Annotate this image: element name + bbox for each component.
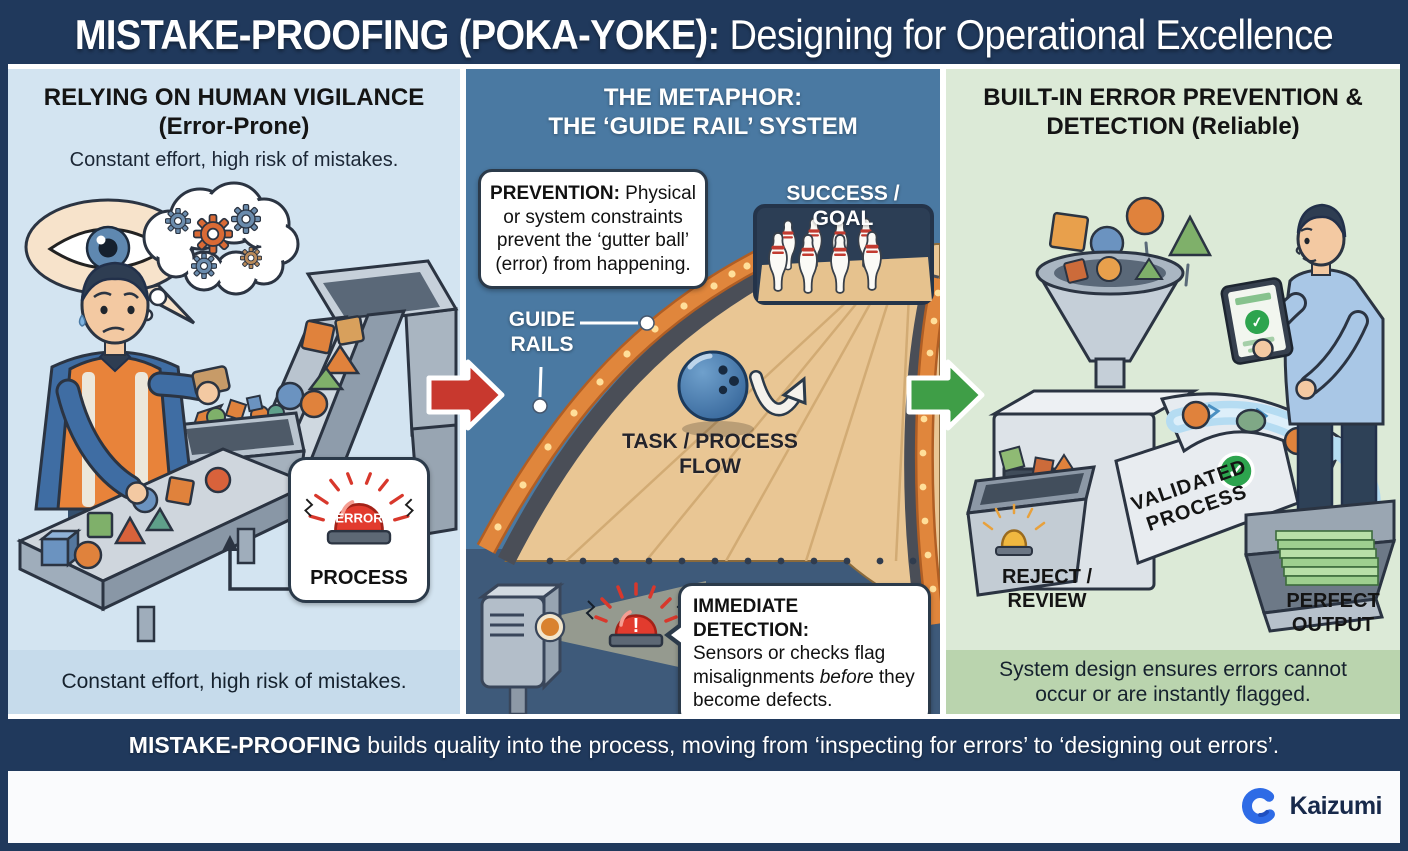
detection-body: Sensors or checks flag misalignments bef…: [693, 642, 916, 713]
guide-rails-label: GUIDE RAILS: [500, 307, 584, 357]
panel-human-vigilance: RELYING ON HUMAN VIGILANCE (Error-Prone)…: [8, 69, 460, 714]
panel-built-in-prevention: ✓: [946, 69, 1400, 714]
reject-bin: [966, 445, 1096, 597]
guide-rails-pointer: [532, 315, 655, 414]
middle-panel-heading: THE METAPHOR: THE ‘GUIDE RAIL’ SYSTEM: [466, 83, 940, 142]
left-panel-subtitle: Constant effort, high risk of mistakes.: [69, 149, 399, 171]
bounce-arrow-icon: [749, 370, 807, 417]
detection-emphasis: before: [819, 666, 874, 688]
success-goal-label: SUCCESS / GOAL: [786, 182, 900, 231]
right-gutter: [904, 272, 940, 616]
process-label: PROCESS: [310, 566, 408, 589]
guide-rails-line2: RAILS: [510, 333, 574, 357]
error-process-callout: ERROR PROCESS: [288, 457, 430, 603]
task-flow-line1: TASK / PROCESS: [622, 430, 798, 453]
tablet-check-glyph: ✓: [1250, 313, 1264, 331]
footer: Kaizumi: [8, 771, 1400, 843]
banner-bold: MISTAKE-PROOFING: [128, 731, 361, 758]
brand-name: Kaizumi: [1289, 791, 1383, 820]
panel-guide-rail-metaphor: ! THE METAPHOR: THE ‘GUIDE RAIL’ SYSTEM …: [466, 69, 940, 714]
guide-rails-line1: GUIDE: [508, 308, 576, 331]
task-flow-line2: FLOW: [679, 455, 741, 479]
pins-alcove: [753, 204, 934, 305]
detection-title: IMMEDIATE DETECTION:: [693, 596, 810, 641]
sensor-device-icon: [477, 582, 566, 714]
right-panel-heading: BUILT-IN ERROR PREVENTION & DETECTION (R…: [946, 83, 1400, 142]
thought-cloud-gears-icon: [140, 181, 300, 322]
left-heading-line2: (Error-Prone): [158, 113, 310, 141]
bowling-ball: [677, 350, 754, 437]
red-transition-arrow-icon: [426, 359, 505, 431]
banner-text: MISTAKE-PROOFING builds quality into the…: [129, 732, 1279, 759]
validated-check-icon: ✓: [1217, 452, 1255, 490]
validated-machine-illustration: ✓: [966, 196, 1397, 633]
prevention-body: Physical or system constraints prevent t…: [495, 183, 696, 275]
right-panel-caption: System design ensures errors cannot occu…: [946, 650, 1400, 714]
reject-line1: REJECT /: [1001, 566, 1093, 588]
siren-exclamation-glyph: !: [633, 615, 640, 637]
page-title-bold: MISTAKE-PROOFING (POKA-YOKE):: [74, 12, 720, 59]
detection-body2: they become defects.: [693, 666, 915, 712]
brand-logo: Kaizumi: [1239, 785, 1383, 827]
reject-alarm-icon: [982, 503, 1046, 556]
validated-check-glyph: ✓: [1228, 461, 1245, 483]
title-bar: MISTAKE-PROOFING (POKA-YOKE): Designing …: [8, 8, 1400, 64]
error-siren-label: ERROR: [335, 510, 383, 525]
banner-regular: builds quality into the process, moving …: [360, 731, 1280, 758]
detection-body1: Sensors or checks flag misalignments: [693, 643, 886, 688]
left-heading-line1: RELYING ON HUMAN VIGILANCE: [43, 84, 425, 111]
left-gutter: [497, 266, 771, 566]
bottom-banner: MISTAKE-PROOFING builds quality into the…: [8, 719, 1400, 771]
perfect-output-label: PERFECT OUTPUT: [1272, 589, 1394, 637]
output-line2: OUTPUT: [1291, 614, 1375, 636]
input-shapes: [1048, 196, 1213, 261]
page-title-regular: Designing for Operational Excellence: [719, 12, 1334, 59]
prevention-callout: PREVENTION: Physical or system constrain…: [478, 169, 708, 290]
left-panel-heading: RELYING ON HUMAN VIGILANCE (Error-Prone): [8, 83, 460, 142]
output-line1: PERFECT: [1286, 590, 1380, 612]
reject-review-label: REJECT / REVIEW: [968, 565, 1126, 613]
inspection-tablet-icon: ✓: [1220, 277, 1294, 365]
left-panel-caption: Constant effort, high risk of mistakes.: [8, 650, 460, 714]
middle-heading-line2: THE ‘GUIDE RAIL’ SYSTEM: [548, 113, 858, 141]
kaizumi-logo-icon: [1241, 788, 1278, 824]
guide-rail-left: [476, 249, 765, 554]
error-siren-icon: ERROR: [304, 471, 414, 545]
green-transition-arrow-icon: [906, 359, 985, 431]
reject-line2: REVIEW: [1007, 590, 1087, 612]
task-flow-label: TASK / PROCESS FLOW: [614, 429, 806, 479]
page-title: MISTAKE-PROOFING (POKA-YOKE): Designing …: [74, 12, 1334, 59]
funnel-icon: [1035, 250, 1185, 389]
right-heading-line1: BUILT-IN ERROR PREVENTION &: [983, 84, 1363, 111]
guide-rail-right: [914, 276, 940, 626]
detection-callout: IMMEDIATE DETECTION: Sensors or checks f…: [664, 583, 931, 714]
prevention-title: PREVENTION:: [490, 183, 620, 204]
right-heading-line2: DETECTION (Reliable): [1046, 113, 1300, 141]
human-vigilance-illustration: [16, 181, 459, 643]
worker-arm: [55, 378, 149, 505]
panel-row: RELYING ON HUMAN VIGILANCE (Error-Prone)…: [8, 64, 1400, 719]
callout-connector: [222, 535, 290, 591]
sensor-dots-row: [546, 557, 917, 565]
output-tray: [1244, 499, 1397, 633]
middle-heading-line1: THE METAPHOR:: [603, 84, 803, 111]
